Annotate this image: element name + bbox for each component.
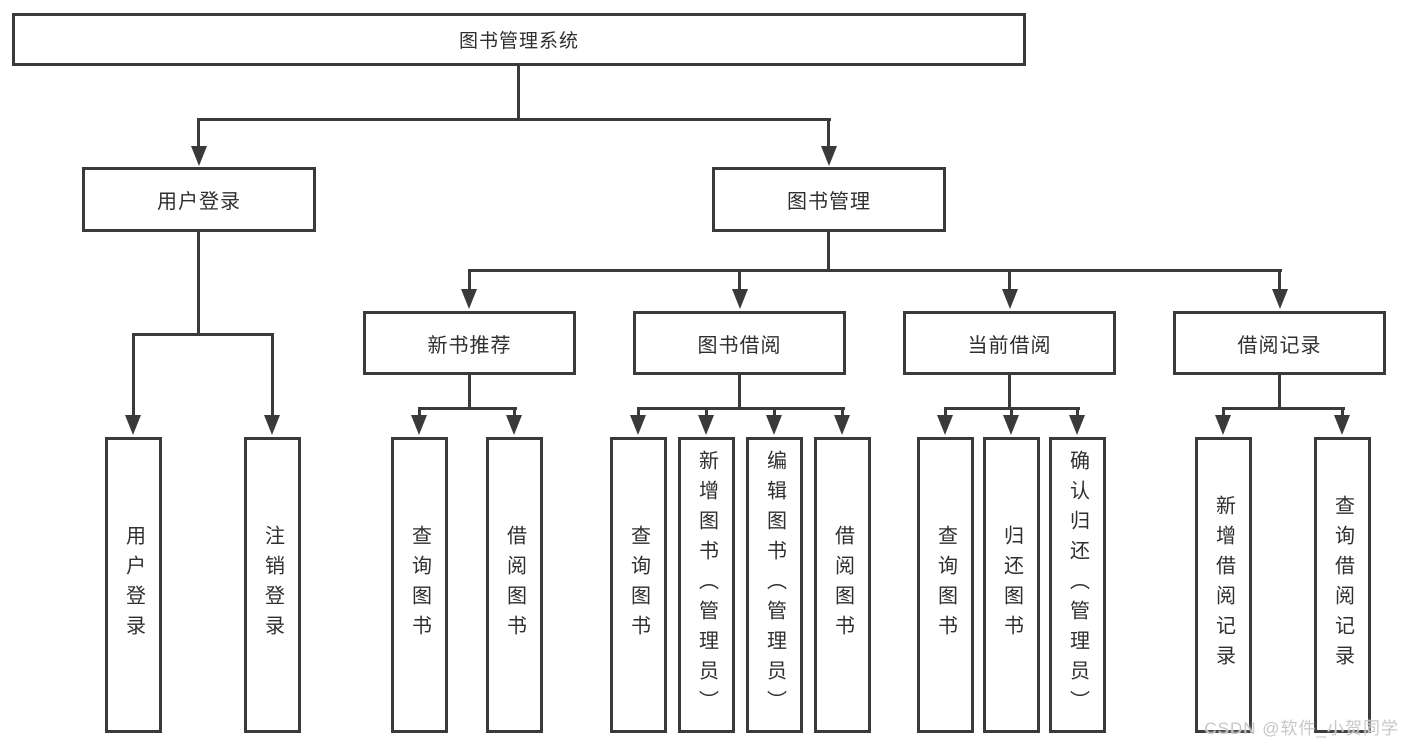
connector-vline (841, 407, 844, 417)
connector-vline (1278, 269, 1281, 291)
leaf-user-login: 用户登录 (105, 437, 162, 733)
connector-vline (1222, 407, 1225, 417)
arrowhead-down (821, 146, 837, 166)
node-user-login: 用户登录 (82, 167, 316, 232)
leaf-add-borrow-record: 新增借阅记录 (1195, 437, 1252, 733)
leaf-return-books: 归还图书 (983, 437, 1040, 733)
arrowhead-down (191, 146, 207, 166)
node-new-book-recommend: 新书推荐 (363, 311, 576, 375)
node-current-borrow: 当前借阅 (903, 311, 1116, 375)
leaf-add-book-admin: 新增图书（管理员） (678, 437, 735, 733)
arrowhead-down (698, 415, 714, 435)
connector-vline (197, 232, 200, 336)
connector-hline (1222, 407, 1345, 410)
arrowhead-down (1069, 415, 1085, 435)
arrowhead-down (630, 415, 646, 435)
leaf-query-books-recommend: 查询图书 (391, 437, 448, 733)
connector-vline (271, 333, 274, 416)
connector-vline (1008, 269, 1011, 291)
node-book-management: 图书管理 (712, 167, 946, 232)
connector-vline (738, 269, 741, 291)
connector-vline (513, 407, 516, 417)
leaf-query-borrow-record: 查询借阅记录 (1314, 437, 1371, 733)
connector-vline (1010, 407, 1013, 417)
connector-vline (827, 232, 830, 272)
arrowhead-down (125, 415, 141, 435)
connector-vline (773, 407, 776, 417)
connector-vline (1008, 375, 1011, 410)
leaf-edit-book-admin: 编辑图书（管理员） (746, 437, 803, 733)
arrowhead-down (1272, 289, 1288, 309)
connector-vline (132, 333, 135, 416)
arrowhead-down (1334, 415, 1350, 435)
arrowhead-down (834, 415, 850, 435)
connector-vline (468, 269, 471, 291)
connector-hline (197, 118, 831, 121)
leaf-confirm-return-admin: 确认归还（管理员） (1049, 437, 1106, 733)
leaf-borrow-books-recommend: 借阅图书 (486, 437, 543, 733)
connector-vline (705, 407, 708, 417)
arrowhead-down (506, 415, 522, 435)
connector-vline (197, 118, 200, 148)
node-borrow-records: 借阅记录 (1173, 311, 1386, 375)
node-library-system: 图书管理系统 (12, 13, 1026, 66)
arrowhead-down (1215, 415, 1231, 435)
arrowhead-down (937, 415, 953, 435)
connector-vline (738, 375, 741, 410)
connector-vline (637, 407, 640, 417)
leaf-query-books-borrow: 查询图书 (610, 437, 667, 733)
leaf-borrow-books: 借阅图书 (814, 437, 871, 733)
arrowhead-down (1002, 289, 1018, 309)
arrowhead-down (766, 415, 782, 435)
connector-vline (1278, 375, 1281, 410)
connector-vline (827, 118, 830, 148)
connector-vline (468, 375, 471, 410)
leaf-query-books-current: 查询图书 (917, 437, 974, 733)
arrowhead-down (264, 415, 280, 435)
connector-hline (637, 407, 845, 410)
connector-hline (418, 407, 517, 410)
connector-hline (468, 269, 1282, 272)
arrowhead-down (461, 289, 477, 309)
arrowhead-down (411, 415, 427, 435)
leaf-logout: 注销登录 (244, 437, 301, 733)
arrowhead-down (1003, 415, 1019, 435)
arrowhead-down (732, 289, 748, 309)
connector-vline (944, 407, 947, 417)
connector-vline (1341, 407, 1344, 417)
connector-vline (1076, 407, 1079, 417)
connector-vline (418, 407, 421, 417)
node-book-borrow: 图书借阅 (633, 311, 846, 375)
watermark: CSDN @软件_小贺同学 (1204, 719, 1399, 738)
connector-vline (517, 66, 520, 118)
connector-hline (132, 333, 274, 336)
